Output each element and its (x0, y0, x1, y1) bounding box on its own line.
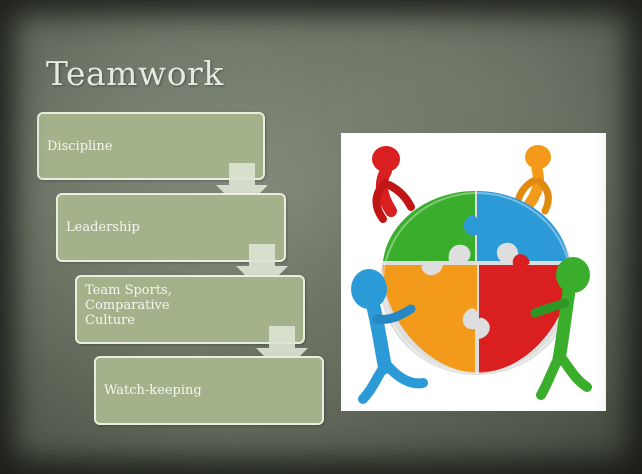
process-step-label: Discipline (47, 138, 113, 154)
process-step-leadership: Leadership (56, 193, 286, 262)
teamwork-puzzle-figures-icon (341, 133, 606, 411)
process-step-watch-keeping: Watch-keeping (94, 356, 324, 425)
process-step-team-sports: Team Sports, Comparative Culture (75, 275, 305, 344)
down-arrow-icon (236, 244, 288, 292)
red-figure-icon (372, 146, 415, 223)
down-arrow-icon (256, 326, 308, 374)
green-figure-icon (530, 257, 592, 400)
process-step-discipline: Discipline (37, 112, 265, 180)
process-step-label: Team Sports, Comparative Culture (85, 283, 172, 328)
puzzle-disc-icon (380, 191, 574, 375)
slide-title: Teamwork (46, 54, 224, 93)
orange-figure-icon (513, 145, 552, 215)
down-arrow-icon (216, 163, 268, 211)
process-step-label: Watch-keeping (104, 383, 202, 398)
blue-figure-icon (351, 269, 428, 404)
process-step-label: Leadership (66, 220, 140, 235)
